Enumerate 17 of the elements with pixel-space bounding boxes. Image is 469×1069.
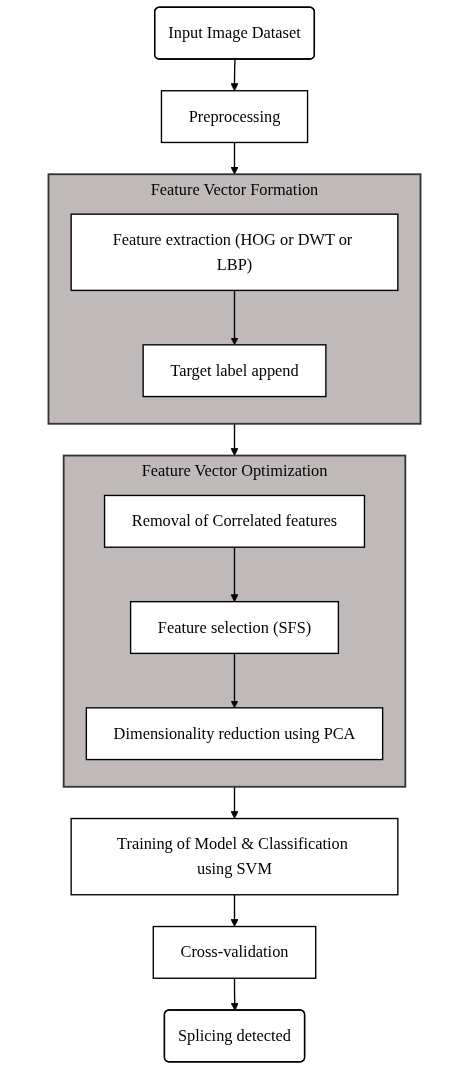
arrow [230,289,239,346]
arrow [230,58,239,92]
arrow [230,894,239,927]
arrow [230,141,239,175]
arrow [230,786,239,819]
node-box: Cross-validation [152,925,317,979]
arrow [230,977,239,1011]
node-box: Feature selection (SFS) [129,600,340,655]
node-box: Preprocessing [160,90,309,144]
node-box: Removal of Correlated features [103,494,366,548]
node-box: Target label append [142,344,327,398]
node-box: Feature extraction (HOG or DWT or LBP) [70,213,399,292]
arrow [230,423,239,456]
node-box: Training of Model & Classification using SVM [70,817,399,896]
arrow [230,546,239,602]
node-box: Dimensionality reduction using PCA [85,707,384,761]
arrow [230,652,239,709]
